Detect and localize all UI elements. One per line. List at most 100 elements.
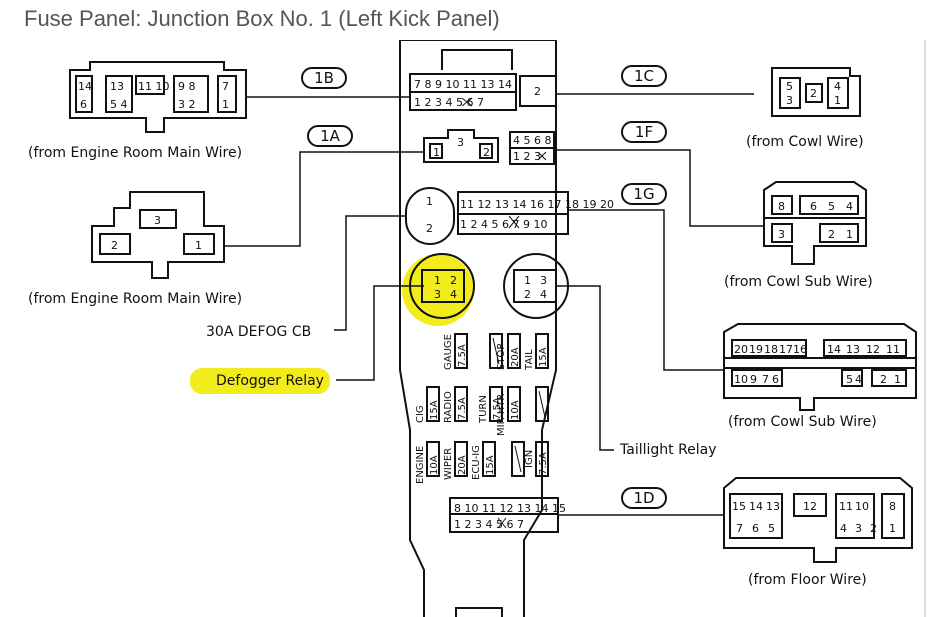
cb-pin-2: 2 xyxy=(426,222,433,235)
pin-1d-10: 10 xyxy=(855,500,869,513)
pin-1g-17: 17 xyxy=(779,343,793,356)
defogger-relay-pin-1: 1 xyxy=(434,274,441,287)
fuse-amp-engine: 10A xyxy=(429,455,440,475)
external-pin-numbers: 14 13 11 10 9 8 7 6 5 4 3 2 1 3 2 1 5 3 … xyxy=(78,80,853,252)
pin-1b-3-2: 3 2 xyxy=(178,98,196,111)
fuse-amp-wiper: 20A xyxy=(457,455,468,475)
pin-1d-12: 12 xyxy=(803,500,817,513)
leader-defogger-relay xyxy=(336,285,424,381)
taillight-relay-pin-2: 2 xyxy=(524,288,531,301)
leader-defog-cb xyxy=(334,215,406,331)
pin-1b-7: 7 xyxy=(222,80,229,93)
defogger-relay-pin-4: 4 xyxy=(450,288,457,301)
fuse-label-ecu-ig: ECU-IG xyxy=(471,445,482,480)
junction-box-outline xyxy=(399,40,557,617)
pin-1d-3: 3 xyxy=(855,522,862,535)
fuse-cig xyxy=(426,386,440,422)
box-1g-bottom-pins: 1 2 4 5 6 7 9 10 xyxy=(460,218,547,231)
taillight-relay-pin-3: 3 xyxy=(540,274,547,287)
pin-1g-11: 11 xyxy=(886,343,900,356)
pin-1g-20: 20 xyxy=(734,343,748,356)
connector-tags: 1B 1A 1C 1F 1G 1D xyxy=(314,67,655,507)
source-label-1f: (from Cowl Sub Wire) xyxy=(724,274,873,290)
fuse-label-radio: RADIO xyxy=(443,391,454,423)
pin-1b-13: 13 xyxy=(110,80,124,93)
pin-1g-5: 5 xyxy=(846,373,853,386)
source-label-1g: (from Cowl Sub Wire) xyxy=(728,414,877,430)
box-1c-pin: 2 xyxy=(534,85,541,98)
taillight-relay-label: Taillight Relay xyxy=(619,442,717,458)
pin-1g-19: 19 xyxy=(749,343,763,356)
box-connector-1c xyxy=(519,75,557,107)
fuse-label-stop: STOP xyxy=(496,344,507,370)
pin-1d-5: 5 xyxy=(768,522,775,535)
pin-1f-3: 3 xyxy=(778,228,785,241)
callout-labels: 30A DEFOG CB Defogger Relay Taillight Re… xyxy=(206,324,717,458)
tag-oval-1c xyxy=(621,65,667,87)
box-1d-bottom-pins: 1 2 3 4 5 6 7 xyxy=(454,518,524,531)
pin-1c-1: 1 xyxy=(834,94,841,107)
pin-1g-7: 7 xyxy=(762,373,769,386)
pin-1c-2: 2 xyxy=(810,87,817,100)
fuse-amp-turn: 7.5A xyxy=(492,397,503,420)
source-label-1b: (from Engine Room Main Wire) xyxy=(28,145,242,161)
pin-1f-4: 4 xyxy=(846,200,853,213)
fuse-amp-stop: 20A xyxy=(510,347,521,367)
box-1a-pin-1: 1 xyxy=(433,146,440,159)
fuse-stop xyxy=(507,333,521,369)
box-connector-1g xyxy=(457,191,569,235)
pin-1f-1: 1 xyxy=(846,228,853,241)
fuse-spare-2 xyxy=(535,386,549,422)
defogger-relay-pin-2: 2 xyxy=(450,274,457,287)
pin-1g-6: 6 xyxy=(772,373,779,386)
pin-1g-13: 13 xyxy=(846,343,860,356)
fuse-amp-ign: 7.5A xyxy=(538,452,549,475)
tag-1c: 1C xyxy=(634,67,654,85)
pin-1c-4: 4 xyxy=(834,80,841,93)
pin-1g-14: 14 xyxy=(827,343,841,356)
pin-1b-6: 6 xyxy=(80,98,87,111)
source-label-1d: (from Floor Wire) xyxy=(748,572,867,588)
cb-pin-1: 1 xyxy=(426,195,433,208)
pin-1f-2: 2 xyxy=(828,228,835,241)
pin-1a-1: 1 xyxy=(195,239,202,252)
pin-1g-10: 10 xyxy=(734,373,748,386)
fuse-label-ign: IGN xyxy=(524,450,535,468)
leader-1g xyxy=(568,209,724,371)
tag-1d: 1D xyxy=(633,489,654,507)
pin-1g-1: 1 xyxy=(894,373,901,386)
tag-oval-1b xyxy=(301,67,347,89)
pin-1b-9-8: 9 8 xyxy=(178,80,196,93)
fuse-tail xyxy=(535,333,549,369)
pins-1g-external: 20 19 18 17 16 14 13 12 11 10 9 7 6 5 4 … xyxy=(734,343,901,386)
defog-circuit-breaker xyxy=(405,187,455,245)
fuse-radio xyxy=(454,386,468,422)
fuse-spare-1 xyxy=(489,333,503,369)
fuse-turn xyxy=(489,386,503,422)
junction-box-bottom-slot xyxy=(455,607,503,617)
box-1a-pin-2: 2 xyxy=(483,146,490,159)
fuse-panel-diagram: 1B 1A 1C 1F 1G 1D (from Engine Room Main… xyxy=(28,40,917,617)
box-1f-bottom-pins: 1 2 3 xyxy=(513,150,541,163)
tag-1a: 1A xyxy=(320,127,341,145)
external-connector-1g xyxy=(723,323,917,411)
fuse-amp-gauge: 7.5A xyxy=(457,344,468,367)
fuse-label-engine: ENGINE xyxy=(415,446,426,484)
fuse-label-cig: CIG xyxy=(415,405,426,423)
leader-1a xyxy=(224,151,424,247)
pin-1d-6: 6 xyxy=(752,522,759,535)
fuse-wiper xyxy=(454,441,468,477)
pin-1d-2: 2 xyxy=(870,522,877,535)
fuse-label-gauge: GAUGE xyxy=(443,334,454,370)
box-connector-1f xyxy=(509,131,555,165)
pin-1b-1: 1 xyxy=(222,98,229,111)
tag-oval-1f xyxy=(621,121,667,143)
fuse-mir-htr xyxy=(507,386,521,422)
pin-1g-18: 18 xyxy=(764,343,778,356)
source-label-1a: (from Engine Room Main Wire) xyxy=(28,291,242,307)
junction-box-tab xyxy=(441,49,513,70)
tag-oval-1d xyxy=(621,487,667,509)
leader-lines xyxy=(224,93,764,516)
pin-1a-3: 3 xyxy=(154,214,161,227)
fuse-amp-mir-htr: 10A xyxy=(510,400,521,420)
